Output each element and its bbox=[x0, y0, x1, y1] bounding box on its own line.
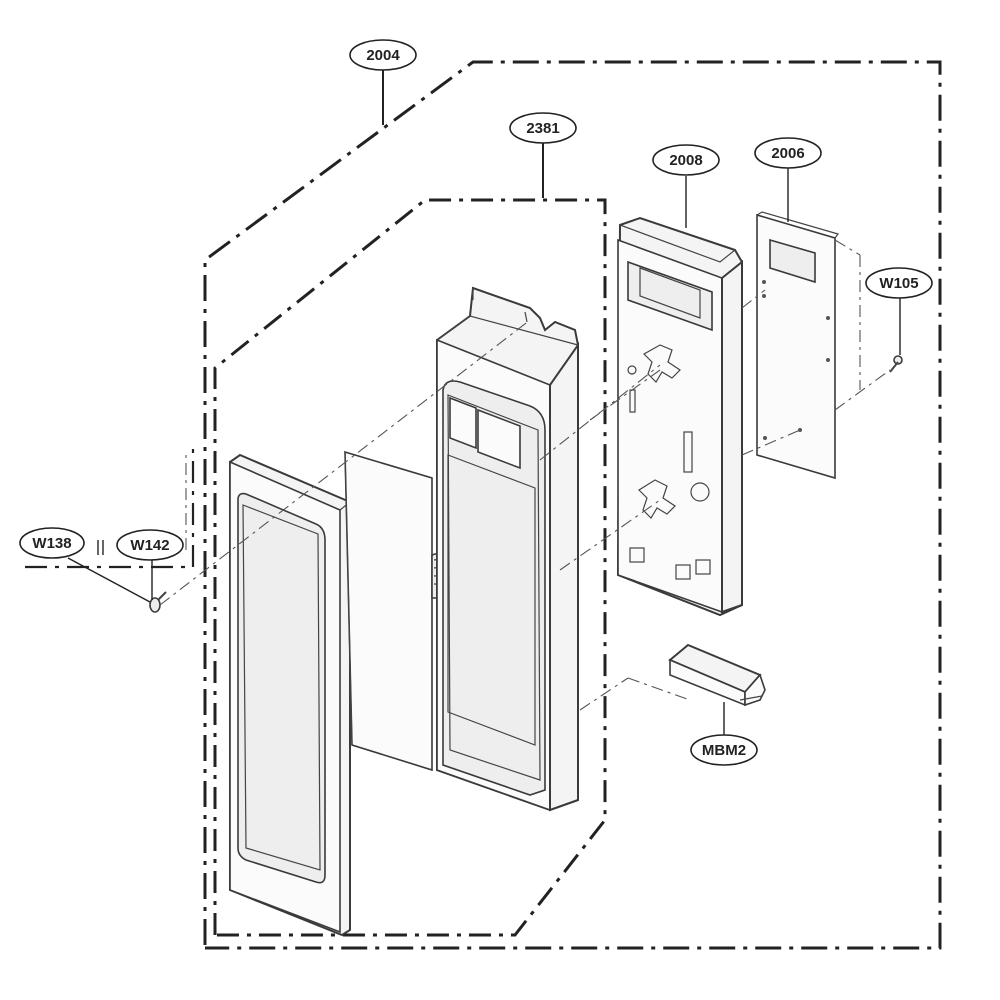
assembly-boundary-2004 bbox=[203, 60, 942, 950]
callout-w142-label: W142 bbox=[130, 537, 169, 554]
callout-2381-label: 2381 bbox=[526, 120, 559, 137]
button-mbm2 bbox=[668, 643, 766, 707]
callout-2004: 2004 bbox=[349, 39, 417, 71]
pcb-board-2006 bbox=[756, 211, 840, 480]
leader-lines bbox=[67, 70, 901, 735]
callout-w138-label: W138 bbox=[32, 535, 71, 552]
callout-2006-label: 2006 bbox=[771, 145, 804, 162]
membrane-sheet bbox=[344, 450, 433, 772]
callout-mbm2-label: MBM2 bbox=[702, 742, 746, 759]
assembly-boundary-2381 bbox=[213, 198, 607, 937]
fastener-bracket-line bbox=[25, 445, 195, 569]
callout-2006: 2006 bbox=[754, 137, 822, 169]
callout-2008: 2008 bbox=[652, 144, 720, 176]
callout-w105-label: W105 bbox=[879, 275, 918, 292]
control-panel-body bbox=[436, 286, 579, 812]
control-frame-2008 bbox=[616, 216, 743, 617]
callout-2008-label: 2008 bbox=[669, 152, 702, 169]
callout-2004-label: 2004 bbox=[366, 47, 400, 64]
break-marks bbox=[97, 540, 104, 555]
callout-2381: 2381 bbox=[509, 112, 577, 144]
callout-w138: W138 bbox=[19, 527, 85, 559]
callout-mbm2: MBM2 bbox=[690, 734, 758, 766]
alignment-lines bbox=[159, 239, 891, 711]
callout-w105: W105 bbox=[865, 267, 933, 299]
callout-w142: W142 bbox=[116, 529, 184, 561]
front-panel-frame bbox=[229, 453, 351, 937]
screw-w105 bbox=[889, 355, 903, 373]
